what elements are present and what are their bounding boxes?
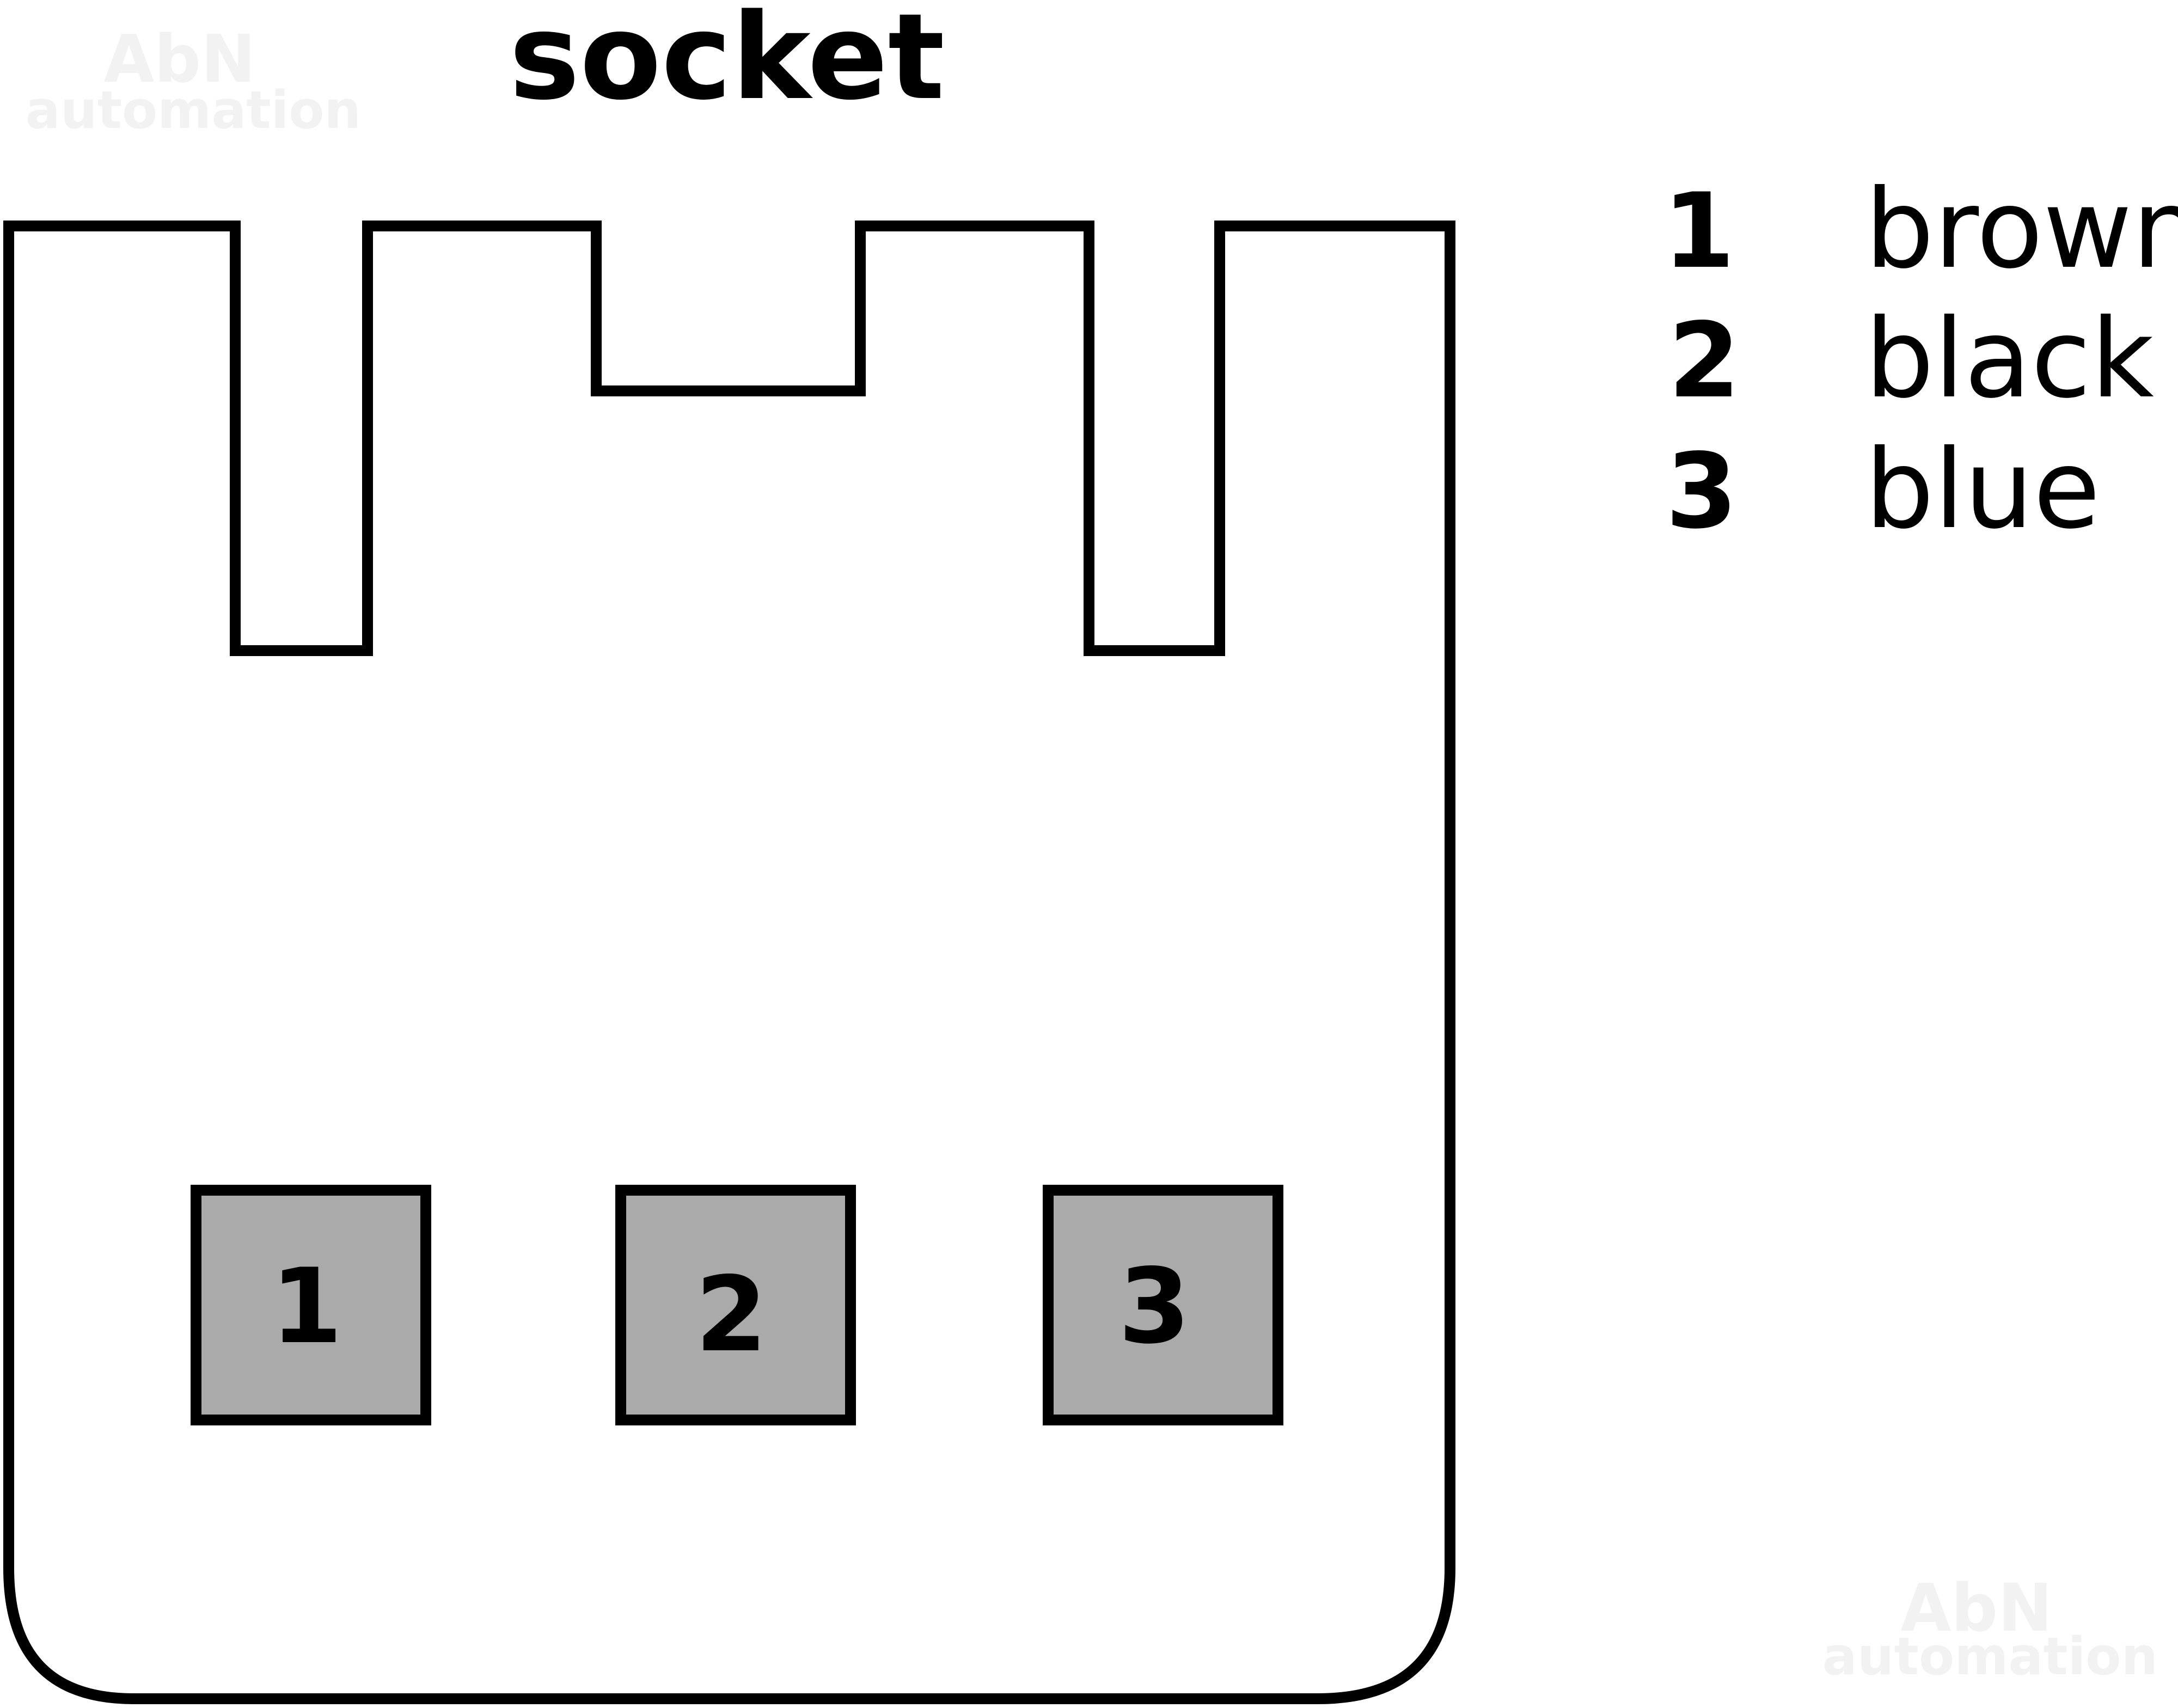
- legend-number: 3: [1666, 431, 1737, 552]
- legend-number: 1: [1663, 171, 1735, 291]
- legend-item: 3 blue: [1666, 426, 2100, 553]
- socket-outline: [3, 221, 1455, 1704]
- legend-color-label: black: [1865, 296, 2154, 423]
- pin-2-label: 2: [695, 1254, 767, 1375]
- watermark-line2: automation: [1822, 1627, 2158, 1687]
- pin-2: 2: [615, 1185, 856, 1425]
- pin-3-label: 3: [1118, 1246, 1190, 1367]
- pin-1-box: [191, 1185, 431, 1425]
- pin-3: 3: [1043, 1185, 1283, 1425]
- legend-color-label: blue: [1865, 426, 2100, 553]
- pin-1: 1: [191, 1185, 431, 1425]
- diagram-title: socket: [509, 0, 945, 126]
- legend-color-label: brown: [1865, 166, 2178, 293]
- pin-1-label: 1: [271, 1246, 342, 1367]
- pin-2-box: [615, 1185, 856, 1425]
- watermark-line2: automation: [26, 81, 361, 140]
- pin-3-box: [1043, 1185, 1283, 1425]
- legend-item: 1 brown: [1663, 166, 2178, 293]
- legend-number: 2: [1668, 301, 1740, 421]
- legend-item: 2 black: [1668, 296, 2154, 423]
- watermark-line1: AbN: [1900, 1571, 2052, 1646]
- legend: 1 brown 2 black 3 blue: [1663, 166, 2178, 553]
- watermark-line1: AbN: [103, 22, 255, 97]
- watermark-top-left: AbN automation: [26, 22, 361, 140]
- watermark-bottom-right: AbN automation: [1822, 1571, 2158, 1687]
